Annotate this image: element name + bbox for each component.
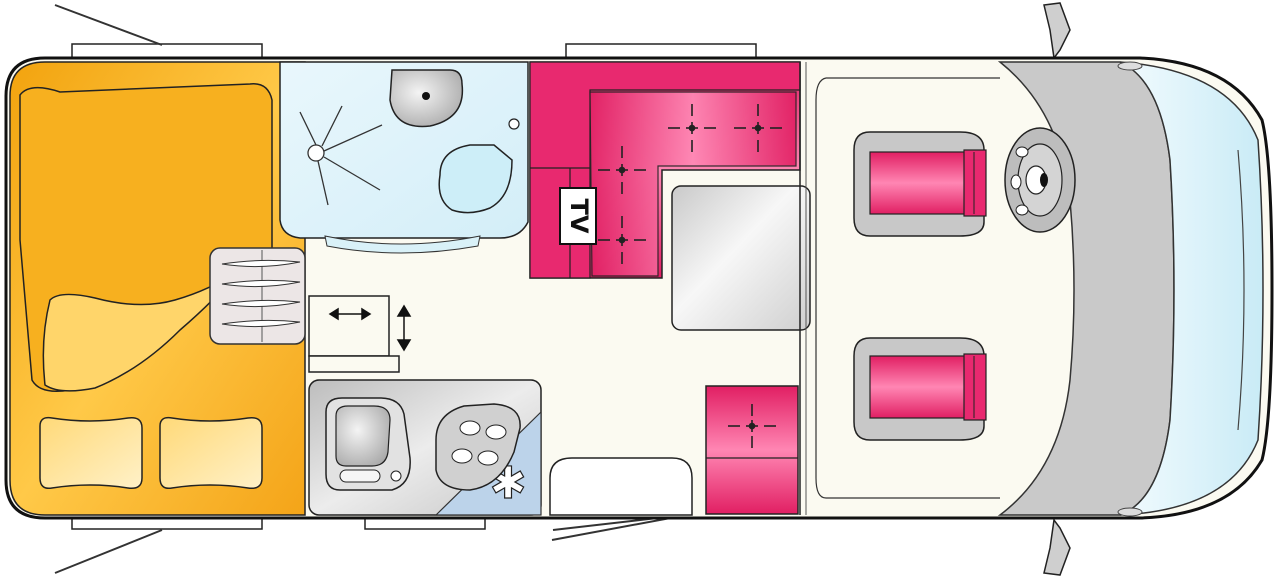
pillow-left	[39, 416, 143, 490]
pillow-right	[159, 416, 263, 490]
seatbelt-marker	[668, 104, 716, 152]
blanket-fold	[42, 269, 241, 392]
tv-label: TV	[565, 199, 593, 234]
kitchen-sink	[325, 397, 411, 491]
washbasin	[389, 69, 520, 130]
seatbelt-marker	[734, 104, 782, 152]
window-top-left	[71, 43, 263, 59]
window-top-middle	[565, 43, 757, 59]
windshield-edge	[1237, 149, 1245, 431]
toilet	[438, 144, 513, 214]
entrance-step	[549, 457, 693, 516]
side-seat	[705, 385, 799, 515]
mirror-top	[1043, 2, 1071, 60]
seatbelt-marker	[598, 146, 646, 194]
wardrobe-cabinet	[308, 295, 400, 373]
seatbelt-marker	[728, 404, 776, 448]
double-arrow-icon	[328, 307, 372, 321]
side-mirrors	[1043, 2, 1071, 576]
mirror-bottom	[1043, 518, 1071, 576]
cab-floor-outline	[815, 77, 1000, 499]
driver-seat	[853, 131, 987, 237]
seat-belt-markers	[598, 104, 782, 264]
bathroom-door-arc	[324, 235, 481, 254]
seatbelt-marker	[598, 216, 646, 264]
wiper-mount	[1117, 61, 1143, 71]
steering-wheel-icon	[1004, 127, 1076, 233]
kitchen-hob	[435, 403, 521, 491]
wiper-mount	[1117, 507, 1143, 517]
shower-drain	[299, 105, 383, 206]
passenger-seat	[853, 337, 987, 441]
tv-cabinet	[559, 187, 597, 245]
vertical-arrow-icon	[396, 304, 412, 352]
dining-table	[671, 185, 811, 331]
windshield	[1119, 61, 1264, 516]
bed-steps	[209, 247, 306, 345]
bench-cushion	[589, 91, 797, 277]
